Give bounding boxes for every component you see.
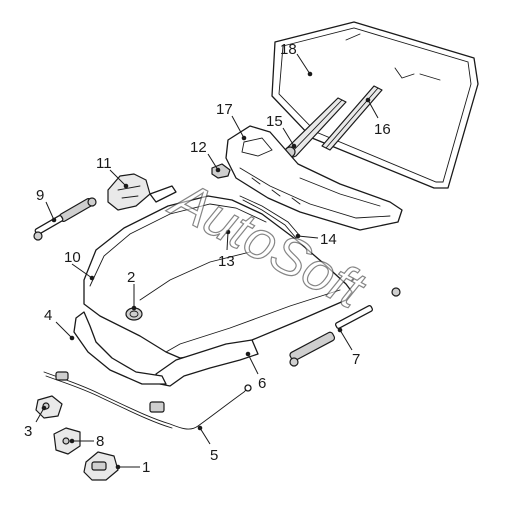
hood-trim	[155, 339, 259, 387]
callout-4: 4	[44, 307, 52, 324]
hood-lock	[83, 451, 119, 481]
callout-18: 18	[280, 41, 297, 58]
hood-hinge	[107, 173, 177, 211]
grille-surround	[73, 311, 167, 385]
callout-17: 17	[216, 101, 233, 118]
callout-13: 13	[218, 253, 235, 270]
release-cable	[43, 371, 252, 430]
hood-panel	[83, 195, 353, 359]
windshield	[271, 21, 479, 189]
callout-labels: 18 16 15 17 12 11 9 10 2 13 14 4 6 7 5 3…	[24, 41, 391, 476]
callout-11: 11	[96, 155, 112, 172]
callout-12: 12	[190, 139, 207, 156]
hood-seal	[239, 195, 301, 239]
callout-16: 16	[374, 121, 391, 138]
callout-1: 1	[142, 459, 150, 476]
callout-7: 7	[352, 351, 360, 368]
callout-5: 5	[210, 447, 218, 464]
callout-9: 9	[36, 187, 44, 204]
callout-6: 6	[258, 375, 266, 392]
clip	[211, 163, 231, 179]
callout-10: 10	[64, 249, 81, 266]
callout-15: 15	[266, 113, 283, 130]
callout-8: 8	[96, 433, 104, 450]
latch-bracket	[53, 427, 81, 455]
callout-2: 2	[127, 269, 135, 286]
gas-strut-right	[289, 287, 401, 367]
callout-14: 14	[320, 231, 337, 248]
cowl-panel	[225, 125, 403, 231]
callout-3: 3	[24, 423, 32, 440]
leader-lines	[35, 53, 379, 470]
